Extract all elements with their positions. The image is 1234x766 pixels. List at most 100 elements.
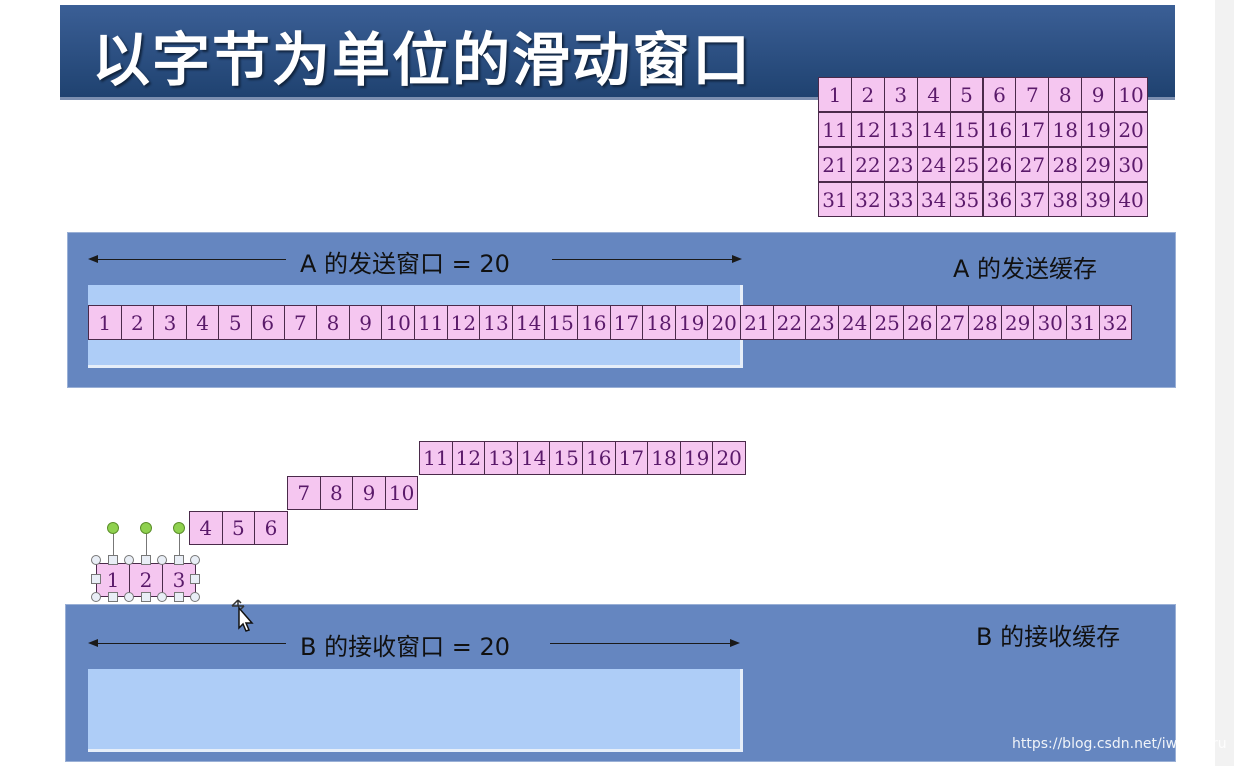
reference-byte-cell: 35 bbox=[949, 182, 984, 217]
sender-byte-cell: 22 bbox=[772, 305, 807, 340]
transit-byte-cell: 5 bbox=[221, 511, 256, 545]
resize-handle[interactable] bbox=[157, 592, 167, 602]
reference-byte-cell: 34 bbox=[916, 182, 951, 217]
sender-byte-cell: 20 bbox=[707, 305, 741, 340]
sender-byte-cell: 24 bbox=[837, 305, 872, 340]
receiver-window-label: B 的接收窗口 = 20 bbox=[300, 633, 510, 661]
resize-handle[interactable] bbox=[140, 592, 151, 602]
transit-byte-cell: 16 bbox=[582, 441, 616, 475]
transit-byte-cell: 14 bbox=[516, 441, 551, 475]
reference-byte-cell: 13 bbox=[883, 112, 918, 147]
sender-byte-cell: 29 bbox=[1000, 305, 1035, 340]
resize-handle[interactable] bbox=[190, 574, 200, 584]
sender-window-left-line bbox=[96, 259, 286, 260]
transit-byte-cell: 12 bbox=[451, 441, 486, 475]
sender-byte-cell: 31 bbox=[1066, 305, 1100, 340]
transit-byte-cell: 11 bbox=[419, 441, 453, 475]
resize-handle[interactable] bbox=[157, 555, 167, 565]
sender-byte-cell: 19 bbox=[674, 305, 709, 340]
resize-handle[interactable] bbox=[124, 555, 134, 565]
sender-window-right-arrow-icon bbox=[732, 255, 742, 263]
transit-byte-cell: 18 bbox=[647, 441, 681, 475]
move-cursor-icon bbox=[231, 599, 254, 632]
reference-byte-cell: 22 bbox=[850, 147, 885, 182]
resize-handle[interactable] bbox=[124, 592, 134, 602]
reference-byte-cell: 2 bbox=[850, 77, 885, 112]
transit-byte-cell: 6 bbox=[254, 511, 288, 545]
sender-byte-cell: 4 bbox=[185, 305, 220, 340]
sender-byte-cell: 2 bbox=[120, 305, 155, 340]
reference-byte-cell: 19 bbox=[1081, 112, 1116, 147]
title-bar: 以字节为单位的滑动窗口 bbox=[60, 5, 1175, 100]
sender-byte-cell: 17 bbox=[609, 305, 644, 340]
resize-handle[interactable] bbox=[190, 555, 200, 565]
reference-byte-cell: 9 bbox=[1081, 77, 1116, 112]
sender-byte-cell: 9 bbox=[348, 305, 383, 340]
resize-handle[interactable] bbox=[190, 592, 200, 602]
reference-byte-cell: 29 bbox=[1081, 147, 1116, 182]
reference-byte-cell: 28 bbox=[1048, 147, 1083, 182]
rotate-stem bbox=[112, 530, 114, 556]
transit-byte-cell: 4 bbox=[189, 511, 223, 545]
resize-handle[interactable] bbox=[173, 592, 184, 602]
sender-window-label: A 的发送窗口 = 20 bbox=[300, 250, 510, 278]
resize-handle[interactable] bbox=[107, 592, 118, 602]
sender-byte-cell: 16 bbox=[577, 305, 611, 340]
sender-byte-cell: 26 bbox=[903, 305, 937, 340]
transit-byte-cell: 20 bbox=[712, 441, 746, 475]
receiver-window-left-arrow-icon bbox=[88, 639, 98, 647]
resize-handle[interactable] bbox=[91, 574, 101, 584]
rotate-handle-icon[interactable] bbox=[172, 522, 185, 534]
sender-byte-cell: 18 bbox=[642, 305, 676, 340]
reference-byte-cell: 38 bbox=[1048, 182, 1083, 217]
reference-byte-cell: 7 bbox=[1015, 77, 1050, 112]
sender-byte-cell: 30 bbox=[1033, 305, 1067, 340]
reference-byte-cell: 33 bbox=[883, 182, 918, 217]
reference-byte-cell: 10 bbox=[1114, 77, 1148, 112]
reference-byte-cell: 18 bbox=[1048, 112, 1083, 147]
rotate-stem bbox=[178, 530, 180, 556]
sender-byte-cell: 27 bbox=[935, 305, 970, 340]
watermark: https://blog.csdn.net/iwanderu bbox=[1012, 736, 1227, 752]
resize-handle[interactable] bbox=[107, 555, 118, 565]
transit-byte-cell: 19 bbox=[679, 441, 714, 475]
reference-byte-cell: 21 bbox=[818, 147, 852, 182]
sender-byte-cell: 23 bbox=[805, 305, 839, 340]
sender-byte-cell: 10 bbox=[381, 305, 415, 340]
sender-byte-cell: 12 bbox=[446, 305, 481, 340]
sender-window-left-arrow-icon bbox=[88, 255, 98, 263]
resize-handle[interactable] bbox=[140, 555, 151, 565]
resize-handle[interactable] bbox=[91, 592, 101, 602]
resize-handle[interactable] bbox=[173, 555, 184, 565]
transit-byte-cell: 13 bbox=[484, 441, 518, 475]
reference-byte-cell: 24 bbox=[916, 147, 951, 182]
reference-byte-cell: 32 bbox=[850, 182, 885, 217]
reference-byte-cell: 14 bbox=[916, 112, 951, 147]
sender-byte-cell: 15 bbox=[544, 305, 578, 340]
transit-byte-cell: 17 bbox=[614, 441, 649, 475]
sender-byte-cell: 11 bbox=[414, 305, 448, 340]
reference-byte-cell: 20 bbox=[1114, 112, 1148, 147]
transit-byte-cell: 7 bbox=[287, 476, 321, 510]
reference-byte-cell: 6 bbox=[982, 77, 1017, 112]
reference-byte-cell: 23 bbox=[883, 147, 918, 182]
receiver-window-left-line bbox=[96, 643, 286, 644]
reference-byte-cell: 31 bbox=[818, 182, 852, 217]
sender-byte-cell: 32 bbox=[1098, 305, 1133, 340]
reference-byte-cell: 8 bbox=[1048, 77, 1083, 112]
sender-buffer-label: A 的发送缓存 bbox=[953, 255, 1098, 283]
reference-byte-cell: 12 bbox=[850, 112, 885, 147]
reference-byte-cell: 3 bbox=[883, 77, 918, 112]
sender-byte-cell: 5 bbox=[218, 305, 252, 340]
reference-byte-cell: 15 bbox=[949, 112, 984, 147]
sender-byte-cell: 3 bbox=[153, 305, 187, 340]
resize-handle[interactable] bbox=[91, 555, 101, 565]
rotate-handle-icon[interactable] bbox=[139, 522, 152, 534]
transit-byte-cell: 15 bbox=[549, 441, 583, 475]
rotate-handle-icon[interactable] bbox=[106, 522, 119, 534]
reference-byte-cell: 5 bbox=[949, 77, 984, 112]
rotate-stem bbox=[145, 530, 147, 556]
sender-byte-cell: 6 bbox=[251, 305, 285, 340]
sender-byte-cell: 1 bbox=[88, 305, 122, 340]
reference-byte-cell: 39 bbox=[1081, 182, 1116, 217]
